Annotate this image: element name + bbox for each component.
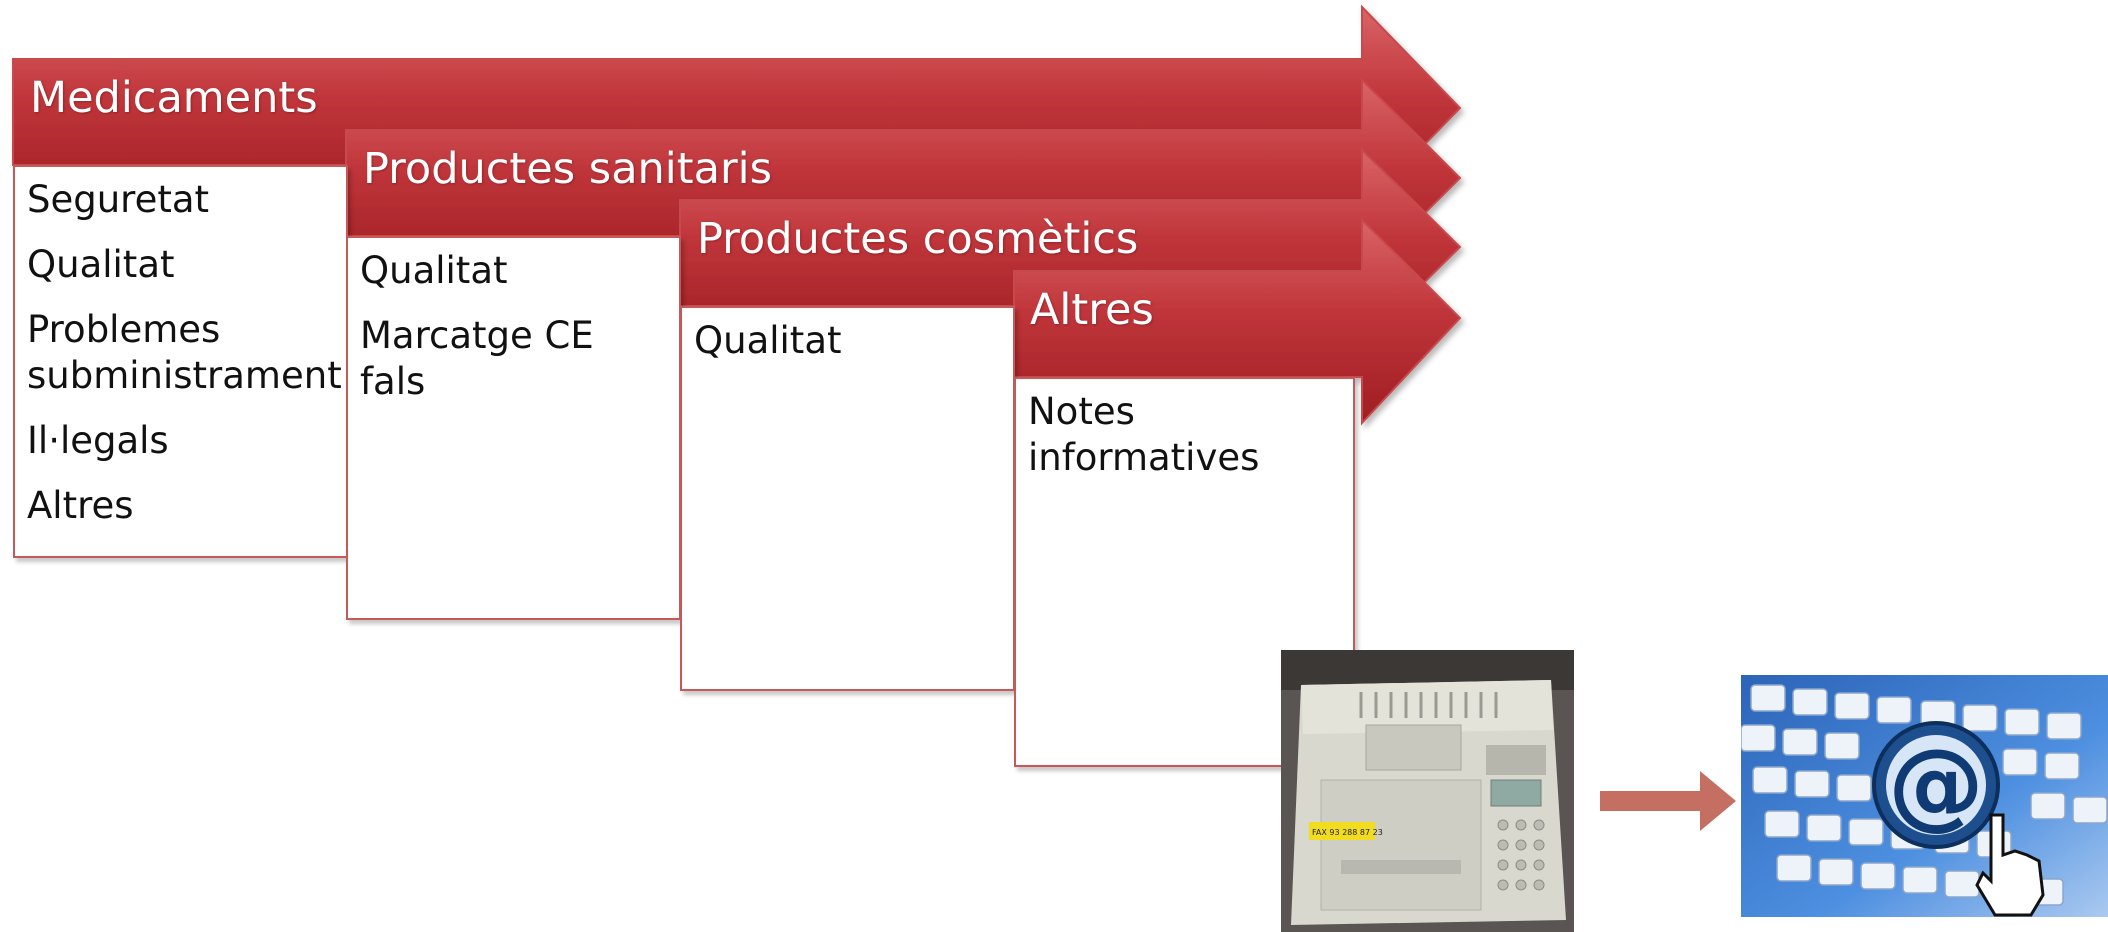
fax-label: FAX 93 288 87 23 bbox=[1312, 828, 1383, 837]
category-header-altres: Altres bbox=[1030, 285, 1154, 335]
category-item: Altres bbox=[27, 484, 134, 527]
category-header-productes-sanitaris: Productes sanitaris bbox=[363, 144, 772, 194]
category-header-productes-cosmetics: Productes cosmètics bbox=[697, 214, 1139, 264]
hand-pointer-icon bbox=[1975, 813, 2045, 917]
category-item: Qualitat bbox=[27, 243, 175, 286]
svg-text:@: @ bbox=[1888, 728, 1984, 840]
category-item: Marcatge CE fals bbox=[360, 314, 594, 403]
category-box-productes-sanitaris: Qualitat Marcatge CE fals bbox=[346, 236, 681, 620]
right-arrow-icon bbox=[1600, 771, 1736, 831]
category-item: Problemes subministrament bbox=[27, 308, 342, 397]
category-item: Notes informatives bbox=[1028, 390, 1260, 479]
category-box-altres: Notes informatives bbox=[1014, 377, 1355, 767]
category-box-productes-cosmetics: Qualitat bbox=[680, 306, 1015, 691]
category-item: Qualitat bbox=[360, 249, 508, 292]
email-keyboard-image: @ bbox=[1741, 675, 2108, 917]
category-header-medicaments: Medicaments bbox=[30, 73, 318, 123]
at-sign-icon: @ bbox=[1872, 721, 2000, 849]
category-item: Qualitat bbox=[694, 319, 842, 362]
category-box-medicaments: Seguretat Qualitat Problemes subministra… bbox=[13, 165, 348, 558]
fax-machine-image: FAX 93 288 87 23 bbox=[1281, 650, 1574, 932]
category-item: Seguretat bbox=[27, 178, 210, 221]
category-item: Il·legals bbox=[27, 419, 169, 462]
